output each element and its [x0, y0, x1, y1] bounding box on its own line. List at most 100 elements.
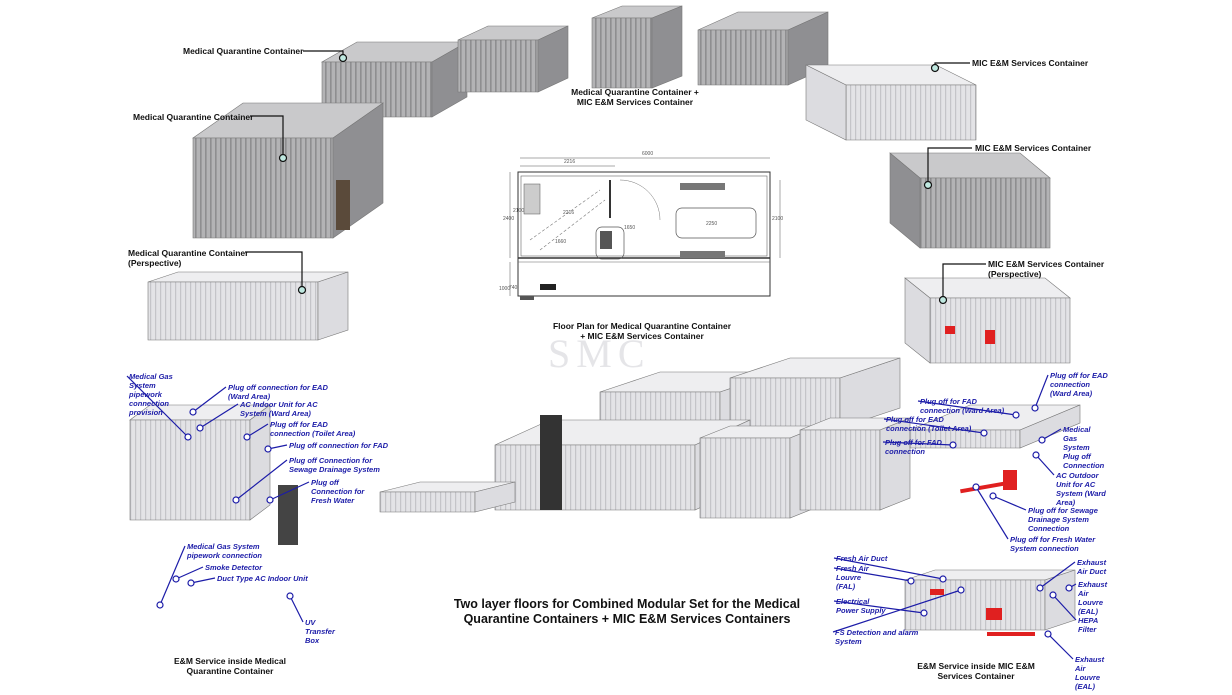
em-mic-title-2: Services Container	[937, 671, 1015, 681]
callout-marker	[1012, 411, 1020, 419]
callout-line: Medical	[1063, 425, 1091, 434]
callout-line: AC Outdoor	[1056, 471, 1099, 480]
callout-line: Filter	[1078, 625, 1097, 634]
callout-marker	[980, 429, 988, 437]
callout-marker	[920, 609, 928, 617]
svg-text:740: 740	[509, 285, 518, 291]
callout-line: Area)	[1056, 498, 1076, 507]
callout-line: Air	[1078, 589, 1089, 598]
callout-marker	[264, 445, 272, 453]
em-mic-title-1: E&M Service inside MIC E&M	[917, 661, 1035, 671]
callout-marker	[266, 496, 274, 504]
label-mq-container-top: Medical Quarantine Container	[183, 46, 304, 56]
label-mq-persp-1: Medical Quarantine Container	[128, 248, 249, 258]
label-marker	[938, 295, 948, 305]
callout-callouts-left-4: Plug off connection for FAD	[289, 441, 388, 450]
callout-line: Medical Gas	[129, 372, 173, 381]
label-marker	[297, 285, 307, 295]
callout-line: Connection	[1028, 524, 1070, 533]
svg-text:6000: 6000	[642, 151, 653, 157]
floor-plan-dimensions: 6000 2216 2216 2400 2100 1650 1660 2250 …	[499, 151, 783, 292]
callout-line: Exhaust	[1077, 558, 1107, 567]
callout-line: connection (Toilet Area)	[886, 424, 972, 433]
callout-marker	[949, 441, 957, 449]
callout-marker	[957, 586, 965, 594]
callout-line: Box	[305, 636, 320, 645]
label-marker	[923, 180, 933, 190]
callout-line: Louvre	[1078, 598, 1104, 607]
em-mic-duct	[909, 404, 1081, 449]
callout-line: Sewage Drainage System	[289, 465, 380, 474]
label-marker	[338, 53, 348, 63]
callout-line: System connection	[1010, 544, 1079, 553]
label-combo-1: Medical Quarantine Container +	[571, 87, 699, 97]
container-mic-top	[805, 64, 977, 141]
modular-set-right	[799, 417, 911, 511]
svg-text:1650: 1650	[624, 225, 635, 231]
callout-line: pipework connection	[187, 551, 263, 560]
callout-line: Air	[1075, 664, 1086, 673]
leader-line	[1041, 428, 1062, 441]
callout-line: Exhaust	[1078, 580, 1108, 589]
callout-line: provision	[129, 408, 163, 417]
leader-line	[1047, 633, 1074, 660]
leader-line	[917, 400, 1017, 416]
callout-line: UV	[305, 618, 316, 627]
callout-line: Unit for AC	[1056, 480, 1096, 489]
label-leader	[927, 147, 972, 185]
callout-line: Plug off for FAD	[885, 438, 942, 447]
callout-marker	[1031, 404, 1039, 412]
label-marker	[930, 63, 940, 73]
callout-line: Plug off for EAD	[1050, 371, 1108, 380]
svg-text:2100: 2100	[513, 208, 524, 214]
leader-line	[199, 403, 239, 429]
callout-line: connection	[1050, 380, 1091, 389]
leader-line	[832, 589, 962, 633]
callout-line: (Ward Area)	[1050, 389, 1093, 398]
watermark: SMC	[548, 331, 651, 376]
callout-marker	[1036, 584, 1044, 592]
floor-plan-title-2: + MIC E&M Services Container	[580, 331, 704, 341]
callout-marker	[187, 579, 195, 587]
container-mic-mid	[889, 152, 1051, 249]
callout-line: Plug off connection for EAD	[228, 383, 328, 392]
callout-marker	[907, 577, 915, 585]
leader-line	[235, 459, 288, 501]
callout-marker	[286, 592, 294, 600]
callout-marker	[939, 575, 947, 583]
leader-line	[833, 600, 925, 614]
leader-line	[1035, 454, 1055, 476]
callout-line: FS Detection and alarm	[835, 628, 919, 637]
walkway-diagonal	[379, 481, 516, 513]
callout-line: Air Duct	[1077, 567, 1107, 576]
leader-line	[289, 595, 304, 623]
leader-line	[190, 577, 216, 584]
leader-line	[883, 418, 985, 434]
leader-line	[159, 545, 186, 606]
main-title-1: Two layer floors for Combined Modular Se…	[453, 597, 801, 611]
callout-line: Fresh Water	[311, 496, 355, 505]
callout-callouts-bottom-left-2: Duct Type AC Indoor Unit	[217, 574, 308, 583]
callout-marker	[1032, 451, 1040, 459]
callout-line: System	[1063, 443, 1090, 452]
callout-line: Electrical	[836, 597, 870, 606]
callout-line: connection	[129, 399, 170, 408]
callout-line: connection (Ward Area)	[920, 406, 1005, 415]
label-leader	[250, 115, 284, 158]
callout-line: Plug off	[1063, 452, 1091, 461]
callout-line: Plug off connection for FAD	[289, 441, 389, 450]
label-marker	[278, 153, 288, 163]
callout-line: AC Indoor Unit for AC	[240, 400, 318, 409]
callout-line: Drainage System	[1028, 515, 1089, 524]
callout-line: pipework	[129, 390, 162, 399]
leader-line	[126, 375, 189, 438]
callout-line: Plug off	[311, 478, 339, 487]
em-mq-room	[129, 404, 271, 521]
